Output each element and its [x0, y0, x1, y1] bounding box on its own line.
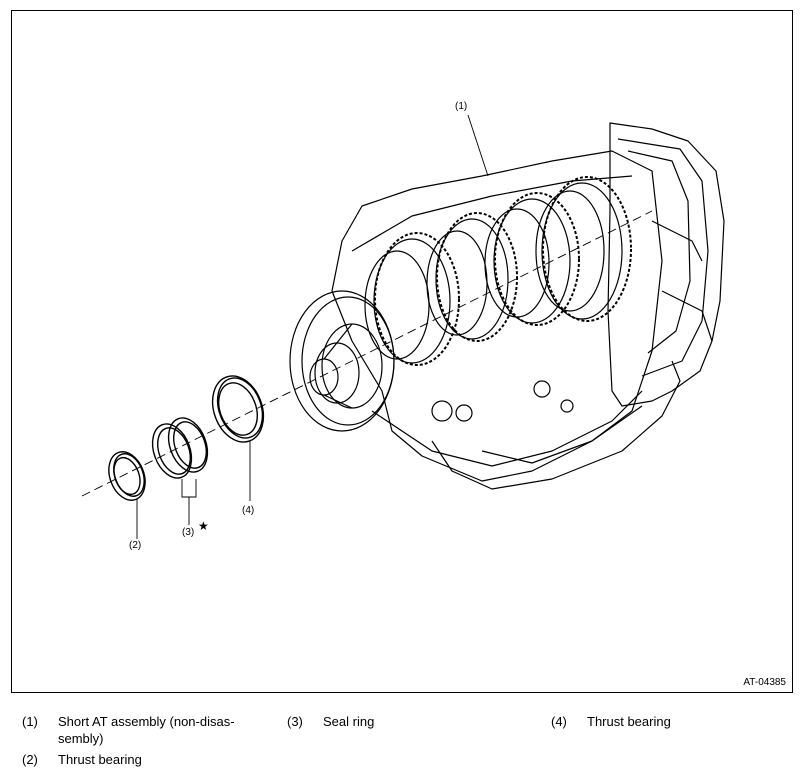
figure-code: AT-04385: [743, 677, 786, 688]
legend-text: Short AT assembly (non-disas-: [58, 714, 235, 729]
exploded-diagram-frame: (1) (2) (3) ★ (4) AT-04385: [11, 10, 793, 693]
callout-3-star-icon: ★: [198, 519, 209, 533]
callout-3: (3): [182, 527, 195, 538]
legend-item-3: (3) Seal ring: [287, 713, 487, 731]
callout-2: (2): [129, 540, 142, 551]
legend-text: Seal ring: [323, 714, 375, 729]
legend-text: Thrust bearing: [587, 714, 671, 729]
transmission-illustration: [81, 114, 725, 539]
legend-number: (2): [22, 752, 38, 767]
legend-number: (4): [551, 714, 567, 729]
legend-number: (1): [22, 714, 38, 729]
callout-4: (4): [242, 505, 255, 516]
callout-1: (1): [455, 101, 468, 112]
part-2-thrust-bearing: [108, 451, 146, 501]
oil-pan: [431, 360, 681, 490]
legend-text-cont: sembly): [58, 731, 104, 746]
legend-item-4: (4) Thrust bearing: [551, 713, 751, 731]
legend-item-1: (1) Short AT assembly (non-disas- sembly…: [22, 713, 282, 749]
legend-number: (3): [287, 714, 303, 729]
legend-item-2: (2) Thrust bearing: [22, 751, 282, 769]
part-4-thrust-bearing: [211, 375, 265, 443]
main-case: [331, 150, 663, 482]
rear-housing: [607, 122, 725, 407]
legend-text: Thrust bearing: [58, 752, 142, 767]
part-3-seal-rings: [151, 417, 209, 479]
